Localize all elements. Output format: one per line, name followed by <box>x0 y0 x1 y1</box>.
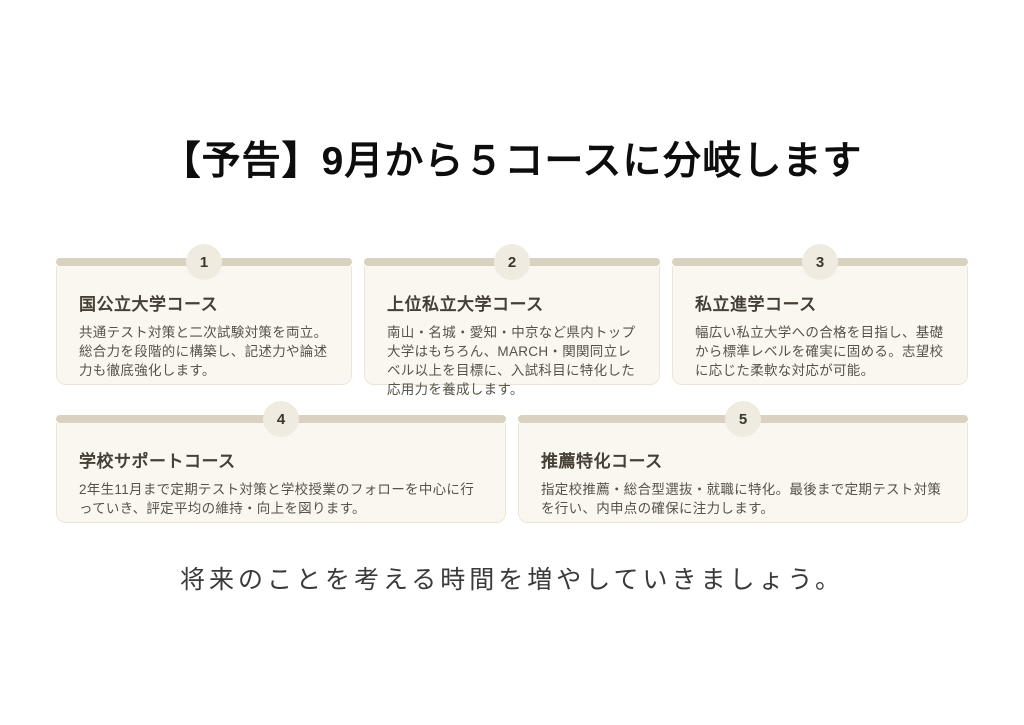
course-title: 推薦特化コース <box>541 452 663 471</box>
course-row-top: 1 国公立大学コース 共通テスト対策と二次試験対策を両立。 総合力を段階的に構築… <box>56 244 968 397</box>
course-description: 幅広い私立大学への合格を目指し、基礎から標準レベルを確実に固める。志望校に応じた… <box>695 325 944 378</box>
footer-message: 将来のことを考える時間を増やしていきましょう。 <box>179 566 844 594</box>
course-card-2: 2 上位私立大学コース 南山・名城・愛知・中京など県内トップ大学はもちろん、MA… <box>364 244 660 397</box>
page-title: 【予告】9月から５コースに分岐します <box>161 140 863 183</box>
course-title: 国公立大学コース <box>79 295 219 314</box>
course-description: 共通テスト対策と二次試験対策を両立。 総合力を段階的に構築し、記述力や論述力も徹… <box>79 325 328 378</box>
card-body: 学校サポートコース 2年生11月まで定期テスト対策と学校授業のフォローを中心に行… <box>56 423 506 523</box>
course-number: 1 <box>199 253 209 271</box>
course-number: 3 <box>815 253 825 271</box>
course-title: 学校サポートコース <box>79 452 236 471</box>
card-body: 上位私立大学コース 南山・名城・愛知・中京など県内トップ大学はもちろん、MARC… <box>364 266 660 397</box>
course-number-badge: 1 <box>186 244 222 280</box>
course-number: 2 <box>507 253 517 271</box>
course-number-badge: 3 <box>802 244 838 280</box>
course-card-4: 4 学校サポートコース 2年生11月まで定期テスト対策と学校授業のフォローを中心… <box>56 401 506 523</box>
card-body: 国公立大学コース 共通テスト対策と二次試験対策を両立。 総合力を段階的に構築し、… <box>56 266 352 385</box>
course-title: 上位私立大学コース <box>387 295 544 314</box>
course-number: 5 <box>738 410 748 428</box>
course-number: 4 <box>276 410 286 428</box>
course-title: 私立進学コース <box>695 295 817 314</box>
course-number-badge: 4 <box>263 401 299 437</box>
card-body: 私立進学コース 幅広い私立大学への合格を目指し、基礎から標準レベルを確実に固める… <box>672 266 968 385</box>
course-description: 指定校推薦・総合型選抜・就職に特化。最後まで定期テスト対策を行い、内申点の確保に… <box>541 482 942 516</box>
course-card-5: 5 推薦特化コース 指定校推薦・総合型選抜・就職に特化。最後まで定期テスト対策を… <box>518 401 968 523</box>
course-number-badge: 5 <box>725 401 761 437</box>
course-description: 2年生11月まで定期テスト対策と学校授業のフォローを中心に行っていき、評定平均の… <box>79 482 475 516</box>
course-description: 南山・名城・愛知・中京など県内トップ大学はもちろん、MARCH・関関同立レベル以… <box>387 325 636 397</box>
course-card-1: 1 国公立大学コース 共通テスト対策と二次試験対策を両立。 総合力を段階的に構築… <box>56 244 352 385</box>
course-number-badge: 2 <box>494 244 530 280</box>
course-card-3: 3 私立進学コース 幅広い私立大学への合格を目指し、基礎から標準レベルを確実に固… <box>672 244 968 385</box>
card-body: 推薦特化コース 指定校推薦・総合型選抜・就職に特化。最後まで定期テスト対策を行い… <box>518 423 968 523</box>
course-row-bottom: 4 学校サポートコース 2年生11月まで定期テスト対策と学校授業のフォローを中心… <box>56 401 968 523</box>
